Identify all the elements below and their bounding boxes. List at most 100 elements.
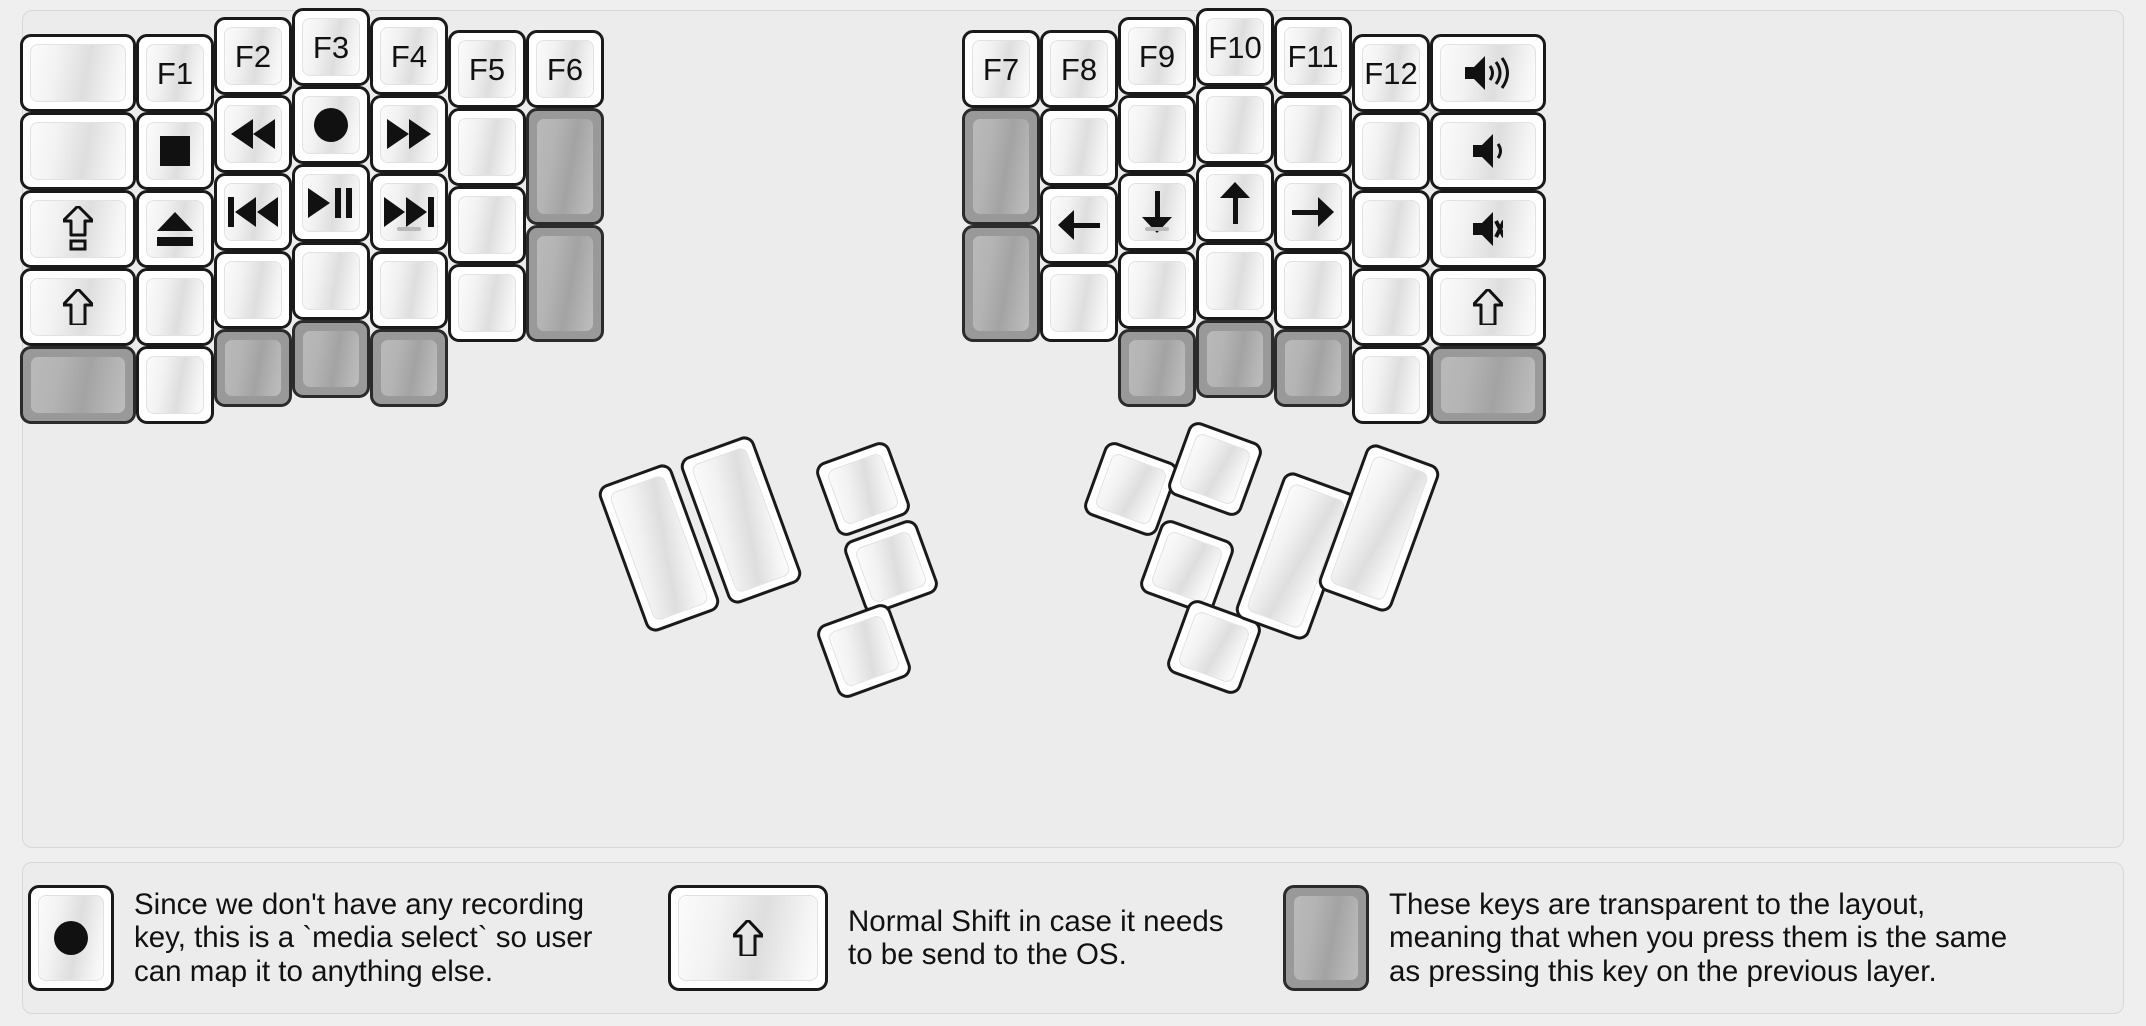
- key-left-middle-column-4[interactable]: [292, 320, 370, 398]
- key-left-pinky-column-2[interactable]: [136, 190, 214, 268]
- keycap-surface: F6: [536, 40, 594, 98]
- key-right-pinky-outer-column-4[interactable]: [1352, 346, 1430, 424]
- key-right-middle-column-4[interactable]: [1118, 329, 1196, 407]
- key-right-pinky-column-2[interactable]: [1274, 173, 1352, 251]
- keycap-surface: F9: [1128, 27, 1186, 85]
- key-right-pinky-column-1[interactable]: [1274, 95, 1352, 173]
- legend-item-2: These keys are transparent to the layout…: [1283, 885, 2007, 991]
- keycap-surface: [146, 356, 204, 414]
- keycap-surface: [1440, 122, 1536, 180]
- key-left-index-column-2[interactable]: [370, 173, 448, 251]
- key-right-middle-column-0[interactable]: F9: [1118, 17, 1196, 95]
- keycap-surface: [1440, 278, 1536, 336]
- key-right-far-outer-column-4[interactable]: [1430, 346, 1546, 424]
- key-right-ring-column-1[interactable]: [1196, 86, 1274, 164]
- key-left-ring-column-1[interactable]: [214, 95, 292, 173]
- key-left-pinky-outer-column-4[interactable]: [20, 346, 136, 424]
- key-left-index-inner-column-3[interactable]: [448, 264, 526, 342]
- key-left-pinky-outer-column-3[interactable]: [20, 268, 136, 346]
- key-right-pinky-column-0[interactable]: F11: [1274, 17, 1352, 95]
- key-right-index-inner-column-1[interactable]: [962, 108, 1040, 225]
- arrow-up-icon: [1220, 182, 1250, 224]
- keycap-surface: [302, 174, 360, 232]
- key-left-ring-column-3[interactable]: [214, 251, 292, 329]
- keycap-surface: [38, 895, 104, 981]
- key-right-middle-column-2[interactable]: [1118, 173, 1196, 251]
- key-left-index-column-4[interactable]: [370, 329, 448, 407]
- key-left-index-column-1[interactable]: [370, 95, 448, 173]
- media-prev-track-icon: [228, 197, 278, 227]
- shift-icon: [1473, 289, 1503, 325]
- key-left-inner-extra-column-2[interactable]: [526, 225, 604, 342]
- media-play-pause-icon: [308, 188, 354, 218]
- keycap-surface: F1: [146, 44, 204, 102]
- keycap-surface: [853, 529, 929, 605]
- keycap-surface: [1440, 44, 1536, 102]
- key-label: F9: [1138, 38, 1176, 74]
- key-right-pinky-outer-column-0[interactable]: F12: [1352, 34, 1430, 112]
- key-left-index-column-0[interactable]: F4: [370, 17, 448, 95]
- key-right-index-column-1[interactable]: [1040, 108, 1118, 186]
- key-left-middle-column-0[interactable]: F3: [292, 8, 370, 86]
- key-right-pinky-column-4[interactable]: [1274, 329, 1352, 407]
- key-left-pinky-outer-column-2[interactable]: [20, 190, 136, 268]
- legend-sample-key-1: [668, 885, 828, 991]
- key-left-middle-column-2[interactable]: [292, 164, 370, 242]
- key-left-pinky-column-3[interactable]: [136, 268, 214, 346]
- legend-item-1: Normal Shift in case it needs to be send…: [668, 885, 1223, 991]
- key-left-inner-extra-column-0[interactable]: F6: [526, 30, 604, 108]
- key-left-pinky-column-0[interactable]: F1: [136, 34, 214, 112]
- key-right-middle-column-1[interactable]: [1118, 95, 1196, 173]
- key-right-index-column-3[interactable]: [1040, 264, 1118, 342]
- key-right-far-outer-column-1[interactable]: [1430, 112, 1546, 190]
- key-right-pinky-outer-column-1[interactable]: [1352, 112, 1430, 190]
- key-left-ring-column-4[interactable]: [214, 329, 292, 407]
- legend-description-1: Normal Shift in case it needs to be send…: [848, 904, 1224, 971]
- key-right-ring-column-3[interactable]: [1196, 242, 1274, 320]
- legend-item-0: Since we don't have any recording key, t…: [28, 885, 593, 991]
- keycap-surface: [1440, 356, 1536, 414]
- key-left-index-column-3[interactable]: [370, 251, 448, 329]
- key-right-index-inner-column-2[interactable]: [962, 225, 1040, 342]
- key-right-ring-column-2[interactable]: [1196, 164, 1274, 242]
- key-right-index-column-2[interactable]: [1040, 186, 1118, 264]
- key-left-index-inner-column-0[interactable]: F5: [448, 30, 526, 108]
- keycap-surface: [1362, 356, 1420, 414]
- key-right-ring-column-4[interactable]: [1196, 320, 1274, 398]
- key-right-pinky-column-3[interactable]: [1274, 251, 1352, 329]
- key-left-pinky-column-4[interactable]: [136, 346, 214, 424]
- keycap-surface: [1284, 105, 1342, 163]
- key-left-index-inner-column-2[interactable]: [448, 186, 526, 264]
- key-right-far-outer-column-0[interactable]: [1430, 34, 1546, 112]
- keycap-surface: [458, 196, 516, 254]
- key-right-pinky-outer-column-2[interactable]: [1352, 190, 1430, 268]
- keycap-surface: [1362, 122, 1420, 180]
- key-left-pinky-outer-column-0[interactable]: [20, 34, 136, 112]
- key-right-index-inner-column-0[interactable]: F7: [962, 30, 1040, 108]
- key-right-middle-column-3[interactable]: [1118, 251, 1196, 329]
- key-right-index-column-0[interactable]: F8: [1040, 30, 1118, 108]
- keycap-surface: [678, 895, 818, 981]
- key-left-pinky-column-1[interactable]: [136, 112, 214, 190]
- key-left-ring-column-2[interactable]: [214, 173, 292, 251]
- key-label: F6: [546, 51, 584, 87]
- key-right-far-outer-column-2[interactable]: [1430, 190, 1546, 268]
- key-left-inner-extra-column-1[interactable]: [526, 108, 604, 225]
- keycap-surface: [1206, 174, 1264, 232]
- key-right-far-outer-column-3[interactable]: [1430, 268, 1546, 346]
- key-right-pinky-outer-column-3[interactable]: [1352, 268, 1430, 346]
- keycap-surface: [30, 200, 126, 258]
- keycap-surface: [536, 235, 594, 332]
- key-label: F8: [1060, 51, 1098, 87]
- keycap-surface: [972, 235, 1030, 332]
- key-left-middle-column-1[interactable]: [292, 86, 370, 164]
- keycap-surface: [30, 278, 126, 336]
- key-left-ring-column-0[interactable]: F2: [214, 17, 292, 95]
- key-left-middle-column-3[interactable]: [292, 242, 370, 320]
- keycap-surface: F4: [380, 27, 438, 85]
- media-fast-forward-icon: [387, 119, 431, 149]
- key-right-ring-column-0[interactable]: F10: [1196, 8, 1274, 86]
- key-left-pinky-outer-column-1[interactable]: [20, 112, 136, 190]
- key-left-index-inner-column-1[interactable]: [448, 108, 526, 186]
- keycap-surface: [826, 613, 902, 689]
